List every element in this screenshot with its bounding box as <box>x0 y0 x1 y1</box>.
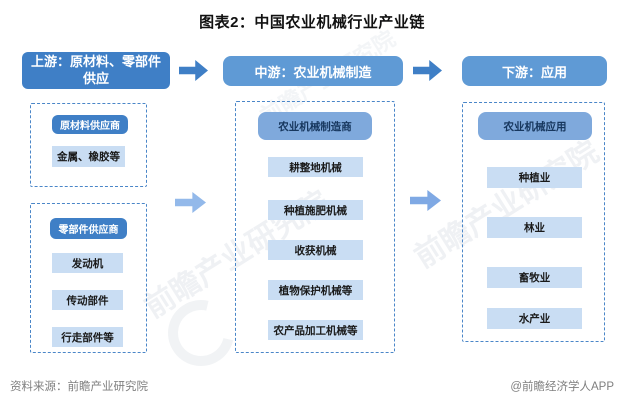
item-animal-husbandry: 畜牧业 <box>487 267 582 288</box>
group-frame-raw-materials <box>30 103 147 187</box>
group-label-parts-suppliers: 零部件供应商 <box>50 218 127 239</box>
arrow-right-icon <box>175 192 206 213</box>
source-note: 资料来源：前瞻产业研究院 <box>10 381 148 393</box>
stage-header-downstream: 下游：应用 <box>462 56 607 86</box>
item-plant-protection-machinery: 植物保护机械等 <box>268 280 363 300</box>
item-transmission-parts: 传动部件 <box>52 290 123 310</box>
group-frame-manufacturing <box>235 101 395 353</box>
group-label-raw-material-suppliers: 原材料供应商 <box>52 115 128 134</box>
stage-header-midstream: 中游：农业机械制造 <box>223 56 403 86</box>
item-metal-rubber: 金属、橡胶等 <box>52 146 125 167</box>
item-harvesting-machinery: 收获机械 <box>268 240 363 260</box>
arrow-right-icon <box>179 60 208 81</box>
arrow-right-icon <box>413 60 442 81</box>
watermark-logo-icon <box>155 287 247 379</box>
item-engine: 发动机 <box>52 253 123 273</box>
page-title: 图表2：中国农业机械行业产业链 <box>199 14 425 31</box>
item-running-parts: 行走部件等 <box>52 327 123 347</box>
credit-note: @前瞻经济学人APP <box>510 381 614 393</box>
group-label-machinery-manufacturers: 农业机械制造商 <box>258 112 372 140</box>
stage-header-upstream: 上游：原材料、零部件供应 <box>22 52 170 89</box>
item-planting-fertilizing-machinery: 种植施肥机械 <box>268 200 363 220</box>
group-frame-application <box>462 102 605 342</box>
item-forestry: 林业 <box>487 217 582 238</box>
item-processing-machinery: 农产品加工机械等 <box>268 320 363 340</box>
group-frame-parts <box>30 203 147 353</box>
item-aquaculture: 水产业 <box>487 308 582 329</box>
group-label-machinery-application: 农业机械应用 <box>478 112 592 140</box>
item-planting-industry: 种植业 <box>487 167 582 188</box>
item-tillage-machinery: 耕整地机械 <box>268 157 363 177</box>
arrow-right-icon <box>410 190 441 211</box>
